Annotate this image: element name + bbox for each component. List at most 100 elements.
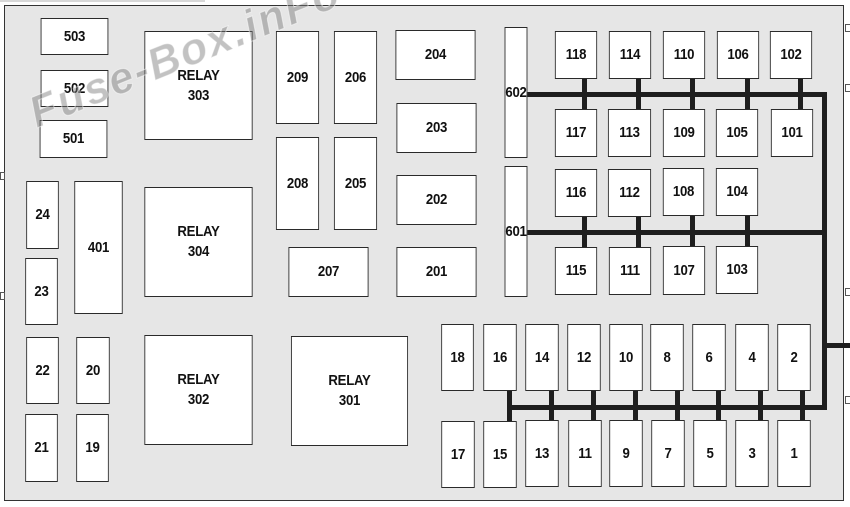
- bus-drop: [582, 215, 587, 247]
- fuse-12[interactable]: 12: [567, 324, 601, 391]
- fuse-label: 602: [505, 83, 527, 101]
- relay-301[interactable]: RELAY 301: [290, 336, 409, 446]
- fuse-106[interactable]: 106: [716, 31, 760, 79]
- fuse-label: 116: [565, 184, 587, 201]
- relay-303[interactable]: RELAY 303: [144, 31, 253, 140]
- fuse-10[interactable]: 10: [609, 324, 643, 391]
- bus-right-vertical: [822, 92, 827, 410]
- fuse-208[interactable]: 208: [275, 137, 320, 230]
- fuse-103[interactable]: 103: [715, 246, 759, 294]
- fuse-201[interactable]: 201: [396, 247, 477, 297]
- fuse-label: 115: [565, 262, 587, 279]
- fuse-label: 21: [34, 439, 49, 456]
- fuse-206[interactable]: 206: [333, 31, 378, 124]
- bus-drop: [591, 390, 596, 422]
- fuse-117[interactable]: 117: [554, 109, 598, 157]
- bus-drop: [549, 390, 554, 422]
- relay-label: RELAY: [328, 372, 371, 389]
- fuse-501[interactable]: 501: [39, 120, 108, 158]
- fuse-label: 22: [35, 361, 50, 379]
- fuse-116[interactable]: 116: [554, 169, 598, 217]
- relay-302[interactable]: RELAY 302: [144, 335, 253, 445]
- fuse-label: 208: [286, 174, 309, 192]
- fuse-label: 110: [673, 46, 695, 63]
- fuse-13[interactable]: 13: [525, 420, 559, 487]
- fuse-11[interactable]: 11: [568, 420, 602, 487]
- bus-drop: [507, 390, 512, 422]
- fuse-104[interactable]: 104: [715, 168, 759, 216]
- fuse-9[interactable]: 9: [609, 420, 643, 487]
- fuse-14[interactable]: 14: [525, 324, 559, 391]
- fuse-114[interactable]: 114: [608, 31, 652, 79]
- fuse-label: 503: [63, 27, 86, 45]
- bus-drop: [690, 78, 695, 110]
- fuse-105[interactable]: 105: [715, 109, 759, 157]
- fuse-1[interactable]: 1: [777, 420, 811, 487]
- fuse-21[interactable]: 21: [25, 414, 58, 482]
- fuse-label: 501: [62, 130, 85, 147]
- fuse-111[interactable]: 111: [608, 247, 652, 295]
- fuse-label: 401: [87, 238, 110, 256]
- bus-601-horizontal: [527, 230, 826, 235]
- fuse-115[interactable]: 115: [554, 247, 598, 295]
- fuse-401[interactable]: 401: [74, 181, 123, 314]
- fuse-label: 113: [619, 124, 640, 141]
- fuse-label: 112: [619, 184, 640, 201]
- fuse-label: 18: [450, 348, 465, 366]
- fuse-19[interactable]: 19: [76, 414, 109, 482]
- fuse-3[interactable]: 3: [735, 420, 769, 487]
- bus-drop: [798, 78, 803, 110]
- fuse-label: 19: [85, 439, 100, 456]
- fuse-602[interactable]: 602: [504, 27, 528, 158]
- fuse-209[interactable]: 209: [275, 31, 320, 124]
- fuse-113[interactable]: 113: [607, 109, 652, 157]
- fuse-20[interactable]: 20: [76, 337, 110, 404]
- fuse-label: 111: [620, 262, 640, 279]
- fuse-203[interactable]: 203: [396, 103, 477, 153]
- fuse-17[interactable]: 17: [441, 421, 475, 488]
- fuse-label: 8: [663, 348, 671, 366]
- fuse-107[interactable]: 107: [662, 246, 706, 295]
- fuse-15[interactable]: 15: [483, 421, 517, 488]
- fuse-102[interactable]: 102: [769, 31, 813, 79]
- fuse-207[interactable]: 207: [288, 247, 369, 297]
- fuse-label: 14: [534, 348, 550, 366]
- fuse-label: 6: [705, 348, 713, 366]
- fuse-label: 17: [450, 445, 466, 463]
- fuse-22[interactable]: 22: [26, 337, 59, 404]
- fuse-109[interactable]: 109: [662, 109, 706, 157]
- fuse-110[interactable]: 110: [662, 31, 706, 79]
- bus-drop: [633, 390, 638, 422]
- fuse-2[interactable]: 2: [777, 324, 811, 391]
- fuse-108[interactable]: 108: [662, 168, 705, 216]
- fuse-118[interactable]: 118: [554, 31, 598, 79]
- fuse-112[interactable]: 112: [607, 169, 652, 217]
- relay-304[interactable]: RELAY 304: [144, 187, 253, 297]
- fuse-503[interactable]: 503: [40, 18, 109, 55]
- bus-drop: [758, 390, 763, 422]
- fuse-label: 20: [85, 361, 101, 379]
- bus-drop: [636, 215, 641, 247]
- fuse-7[interactable]: 7: [651, 420, 685, 487]
- fuse-label: 10: [618, 348, 634, 366]
- fuse-205[interactable]: 205: [333, 137, 378, 230]
- fuse-18[interactable]: 18: [441, 324, 474, 391]
- fuse-601[interactable]: 601: [504, 166, 528, 297]
- fuse-202[interactable]: 202: [396, 175, 477, 225]
- relay-number: 303: [187, 86, 210, 104]
- fuse-23[interactable]: 23: [25, 258, 58, 325]
- fuse-label: 202: [425, 191, 448, 208]
- fuse-label: 4: [748, 348, 756, 366]
- fuse-8[interactable]: 8: [650, 324, 684, 391]
- fuse-4[interactable]: 4: [735, 324, 769, 391]
- fuse-204[interactable]: 204: [395, 30, 476, 80]
- fuse-101[interactable]: 101: [770, 109, 814, 157]
- fuse-6[interactable]: 6: [692, 324, 726, 391]
- left-tab-top: [0, 172, 5, 180]
- fuse-24[interactable]: 24: [26, 181, 59, 249]
- fuse-5[interactable]: 5: [693, 420, 727, 487]
- fuse-16[interactable]: 16: [483, 324, 517, 391]
- bus-drop: [675, 390, 680, 422]
- fuse-label: 15: [492, 445, 508, 463]
- fuse-502[interactable]: 502: [40, 70, 109, 107]
